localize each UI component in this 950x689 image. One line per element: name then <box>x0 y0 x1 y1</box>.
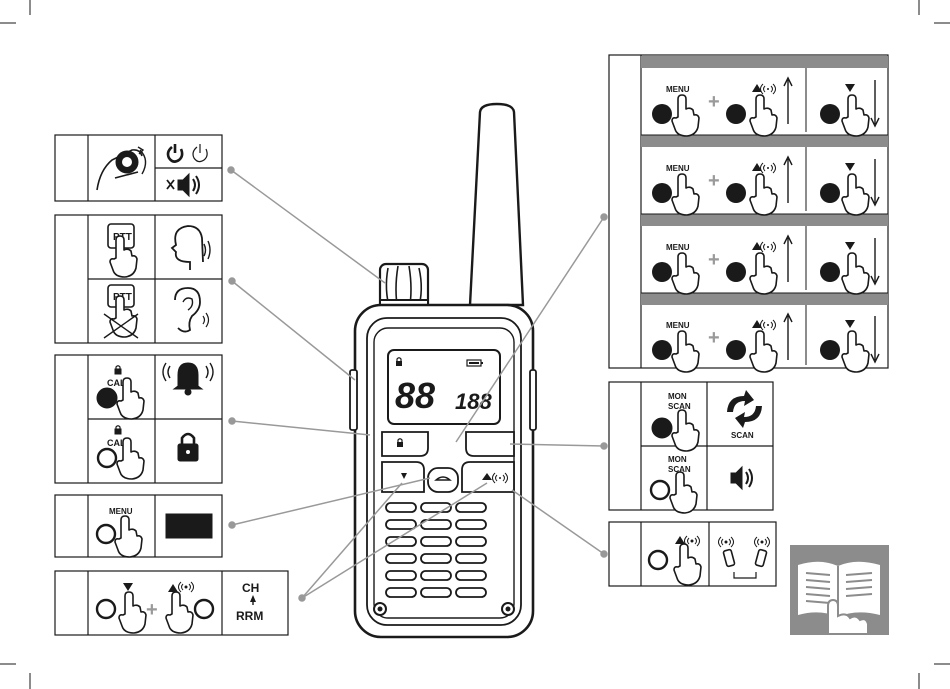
ringing-bell-icon <box>163 363 213 395</box>
panel-channel: + CH RRM <box>55 571 288 635</box>
menu-row-3: MENU + <box>652 236 879 294</box>
arrow-up-icon <box>168 584 178 592</box>
menu-label: MENU <box>109 507 133 516</box>
blank-display-icon <box>166 514 212 538</box>
scan-label: SCAN <box>668 402 691 411</box>
manual-book-icon <box>790 545 889 635</box>
call-lock-button[interactable] <box>382 432 428 456</box>
menu-label-r1: MENU <box>666 85 690 94</box>
call-button-hold-icon: CALL <box>98 426 144 479</box>
call-button-icon: CALL <box>97 366 144 419</box>
arrow-down-icon <box>123 583 133 591</box>
svg-text:+: + <box>708 91 720 113</box>
walkie-talkie: 88 188 <box>350 104 536 637</box>
ptt-press-icon: PTT <box>108 224 137 277</box>
radios-link-icon <box>719 537 770 578</box>
power-icon <box>168 144 207 162</box>
right-side-button[interactable] <box>530 370 536 430</box>
scan-caption: SCAN <box>731 431 754 440</box>
panel-mon-scan: MON SCAN SCAN MON SCAN <box>609 382 773 513</box>
panel-menu: MENU <box>55 495 222 557</box>
panel-call-lock: CALL CALL <box>55 355 222 483</box>
mon-label-2: MON <box>668 455 687 464</box>
panel-radio-link <box>609 522 776 586</box>
menu-row-1: MENU + <box>652 78 879 136</box>
knob-turn-icon <box>97 147 146 190</box>
menu-row-2: MENU + <box>652 157 879 215</box>
scan-refresh-icon: SCAN <box>727 390 762 440</box>
volume-mute-icon <box>167 174 199 196</box>
menu-row-4: MENU + <box>652 314 879 372</box>
lcd-sub-digits: 188 <box>455 389 492 414</box>
svg-text:+: + <box>146 599 158 621</box>
menu-label-r4: MENU <box>666 321 690 330</box>
ch-label: CH <box>242 581 259 595</box>
panel-ptt: PTT PTT <box>55 215 222 343</box>
svg-text:+: + <box>708 170 720 192</box>
svg-text:+: + <box>708 327 720 349</box>
speaker-icon <box>731 467 752 489</box>
svg-text:+: + <box>708 249 720 271</box>
listening-ear-icon <box>175 288 209 332</box>
rrm-label: RRM <box>236 609 263 623</box>
speaking-head-icon <box>172 226 210 270</box>
menu-label-r3: MENU <box>666 243 690 252</box>
lock-icon <box>178 434 198 461</box>
mon-label: MON <box>668 392 687 401</box>
ptt-release-icon: PTT <box>104 285 138 338</box>
lcd-main-digits: 88 <box>395 375 435 416</box>
mon-scan-button[interactable] <box>466 432 514 456</box>
menu-label-r2: MENU <box>666 164 690 173</box>
panel-power-volume <box>55 135 222 201</box>
menu-button-icon: MENU <box>97 507 142 557</box>
